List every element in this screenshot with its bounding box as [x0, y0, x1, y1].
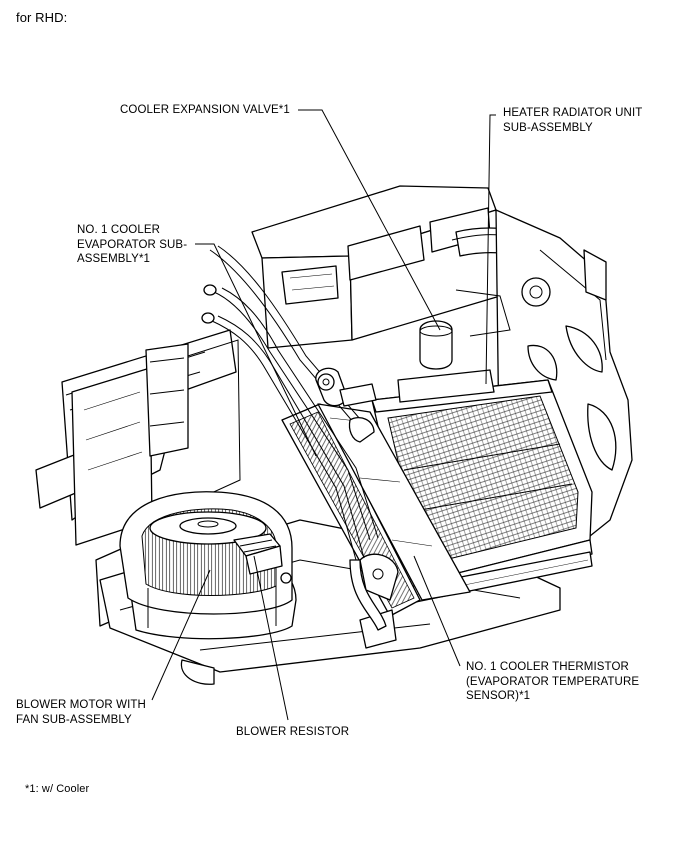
label-blower-motor: BLOWER MOTOR WITH FAN SUB-ASSEMBLY — [16, 699, 146, 726]
blower-resistor — [233, 533, 292, 584]
label-cooler-evaporator: NO. 1 COOLER EVAPORATOR SUB- ASSEMBLY*1 — [77, 224, 188, 265]
label-cooler-thermistor: NO. 1 COOLER THERMISTOR (EVAPORATOR TEMP… — [466, 661, 640, 702]
leader-cooler-expansion-valve — [298, 109, 441, 331]
leader-lines — [151, 109, 496, 721]
leader-blower-resistor — [253, 555, 289, 721]
heater-radiator-unit — [371, 369, 593, 605]
footnote: *1: w/ Cooler — [25, 783, 90, 795]
cooler-expansion-valve — [315, 367, 377, 443]
diagram-header: for RHD: — [16, 10, 68, 25]
label-cooler-expansion-valve: COOLER EXPANSION VALVE*1 — [120, 104, 290, 116]
leader-cooler-thermistor — [413, 555, 461, 667]
leader-blower-motor — [151, 569, 211, 701]
leader-cooler-evaporator — [195, 243, 317, 457]
label-heater-radiator-unit: HEATER RADIATOR UNIT SUB-ASSEMBLY — [503, 107, 643, 134]
leader-heater-radiator — [485, 114, 496, 385]
label-blower-resistor: BLOWER RESISTOR — [236, 726, 350, 738]
